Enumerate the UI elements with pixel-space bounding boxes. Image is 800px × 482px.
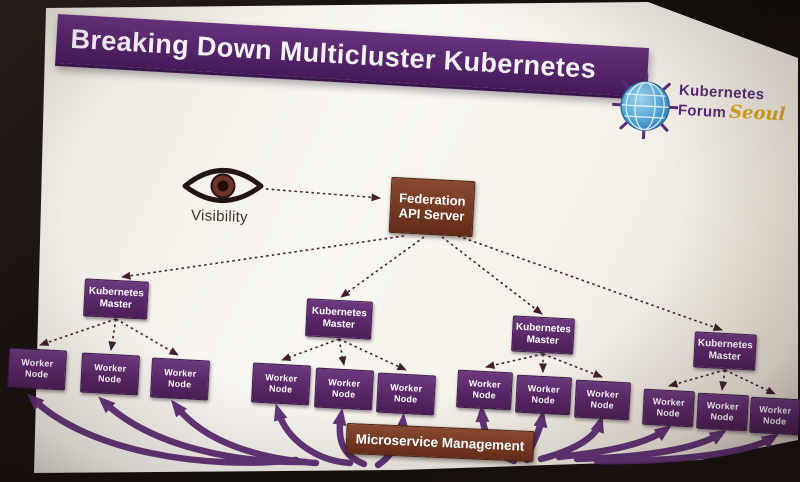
kubernetes-master-box-2: Kubernetes Master: [305, 298, 373, 340]
kubernetes-forum-logo: Kubernetes Forum Seoul: [610, 69, 792, 150]
logo-city: Seoul: [728, 100, 786, 125]
worker-node-box-2-3: Worker Node: [375, 372, 437, 416]
logo-text: Kubernetes Forum Seoul: [677, 82, 786, 125]
dotted-arrow-master4-worker2: [719, 369, 728, 391]
worker-node-box-3-3: Worker Node: [574, 379, 631, 421]
worker-node-box-3-2: Worker Node: [515, 374, 572, 416]
kubernetes-master-box-4: Kubernetes Master: [693, 331, 757, 371]
dotted-arrow-master3-worker3: [542, 353, 603, 378]
dotted-arrow-visibility-to-federation: [265, 188, 381, 202]
worker-node-box-1-2: Worker Node: [79, 352, 141, 396]
kubernetes-master-box-3: Kubernetes Master: [511, 315, 575, 355]
dotted-arrow-master2-worker1: [281, 338, 340, 361]
flow-arrow-c3-w3: [537, 415, 604, 463]
dotted-arrow-federation-to-master-4: [457, 235, 723, 331]
dotted-arrow-master3-worker1: [485, 353, 544, 370]
worker-node-box-2-1: Worker Node: [250, 362, 312, 406]
worker-node-box-4-2: Worker Node: [696, 392, 749, 432]
dotted-arrow-federation-to-master-3: [441, 236, 543, 315]
logo-event: Forum: [677, 101, 727, 121]
visibility-label: Visibility: [190, 207, 249, 226]
federation-api-server-box: Federation API Server: [388, 176, 476, 238]
dotted-arrow-master2-worker3: [338, 338, 407, 371]
worker-node-box-2-2: Worker Node: [313, 367, 375, 411]
flow-arrow-c4-w1: [555, 425, 672, 461]
globe-icon: [611, 72, 679, 140]
dotted-arrows: [39, 188, 776, 395]
dotted-arrow-federation-to-master-1: [121, 235, 405, 280]
kubernetes-master-box-1: Kubernetes Master: [83, 278, 149, 320]
worker-node-box-3-1: Worker Node: [456, 369, 513, 411]
dotted-arrow-master2-worker2: [338, 338, 347, 366]
worker-node-box-4-3: Worker Node: [749, 396, 800, 436]
visibility-eye-icon: [182, 168, 264, 203]
dotted-arrow-master1-worker3: [115, 318, 179, 356]
dotted-arrow-master4-worker3: [724, 369, 776, 395]
worker-node-box-1-1: Worker Node: [6, 347, 68, 391]
worker-node-box-1-3: Worker Node: [149, 357, 211, 401]
dotted-arrow-master1-worker2: [108, 318, 117, 351]
dotted-arrow-federation-to-master-2: [340, 236, 425, 298]
flow-arrow-c2-w1: [273, 403, 354, 467]
flow-arrow-c4-w3: [593, 433, 779, 465]
worker-node-box-4-1: Worker Node: [642, 388, 695, 428]
flow-arrow-c1-w3: [171, 399, 320, 467]
dotted-arrow-master4-worker1: [668, 369, 726, 388]
flow-arrow-c2-w2: [332, 408, 368, 468]
dotted-arrow-master1-worker1: [39, 318, 117, 347]
